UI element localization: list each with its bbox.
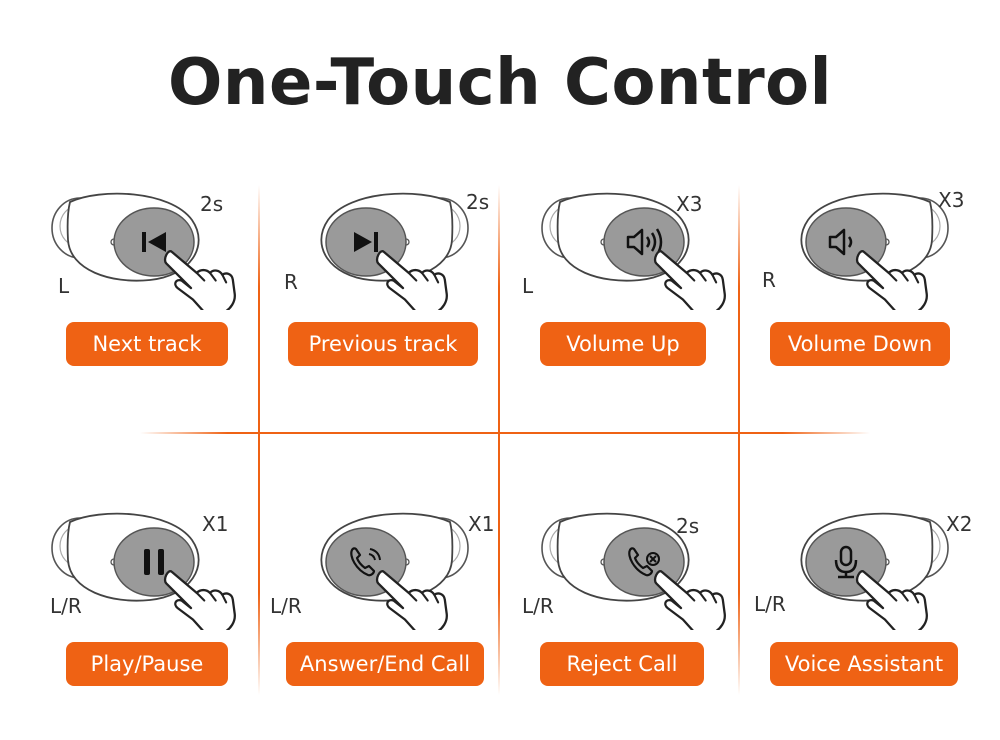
- earbud-illustration: [541, 192, 726, 310]
- earbud-illustration: [800, 192, 949, 310]
- function-label: Answer/End Call: [286, 642, 484, 686]
- vertical-divider-3: [738, 185, 740, 695]
- tap-count-label: 2s: [676, 514, 700, 538]
- earbud-side-label: L/R: [522, 594, 554, 618]
- pause-icon: [144, 549, 164, 575]
- tap-count-label: X1: [202, 512, 229, 536]
- tap-hand-icon: [653, 570, 726, 630]
- function-label: Next track: [66, 322, 228, 366]
- next-track-icon: [354, 232, 378, 252]
- earbud-side-label: L: [522, 274, 534, 298]
- tap-count-label: 2s: [200, 192, 224, 216]
- horizontal-divider: [140, 432, 870, 434]
- tap-hand-icon: [653, 250, 726, 310]
- tap-count-label: X1: [468, 512, 495, 536]
- function-label: Previous track: [288, 322, 478, 366]
- earbud-side-label: L: [58, 274, 70, 298]
- tap-hand-icon: [163, 570, 236, 630]
- vertical-divider-2: [498, 185, 500, 695]
- earbud-side-label: R: [762, 268, 776, 292]
- earbud-illustration: [51, 512, 236, 630]
- earbud-illustration: [320, 512, 469, 630]
- function-label: Voice Assistant: [770, 642, 958, 686]
- previous-track-icon: [142, 232, 166, 252]
- function-label: Volume Down: [770, 322, 950, 366]
- phone-call-icon: [350, 547, 381, 577]
- reject-call-icon: [628, 547, 660, 577]
- tap-count-label: X2: [946, 512, 973, 536]
- function-label: Reject Call: [540, 642, 704, 686]
- earbud-side-label: R: [284, 270, 298, 294]
- earbud-side-label: L/R: [50, 594, 82, 618]
- earbud-illustration: [541, 512, 726, 630]
- tap-count-label: 2s: [466, 190, 490, 214]
- earbud-illustration: [51, 192, 236, 310]
- volume-down-icon: [828, 228, 853, 256]
- earbud-illustration: [320, 192, 469, 310]
- earbud-side-label: L/R: [754, 592, 786, 616]
- vertical-divider-1: [258, 185, 260, 695]
- tap-count-label: X3: [938, 188, 965, 212]
- function-label: Volume Up: [540, 322, 706, 366]
- earbud-side-label: L/R: [270, 594, 302, 618]
- earbud-illustration: [800, 512, 949, 630]
- page-title: One-Touch Control: [167, 46, 833, 120]
- function-label: Play/Pause: [66, 642, 228, 686]
- microphone-icon: [834, 545, 858, 579]
- tap-count-label: X3: [676, 192, 703, 216]
- tap-hand-icon: [163, 250, 236, 310]
